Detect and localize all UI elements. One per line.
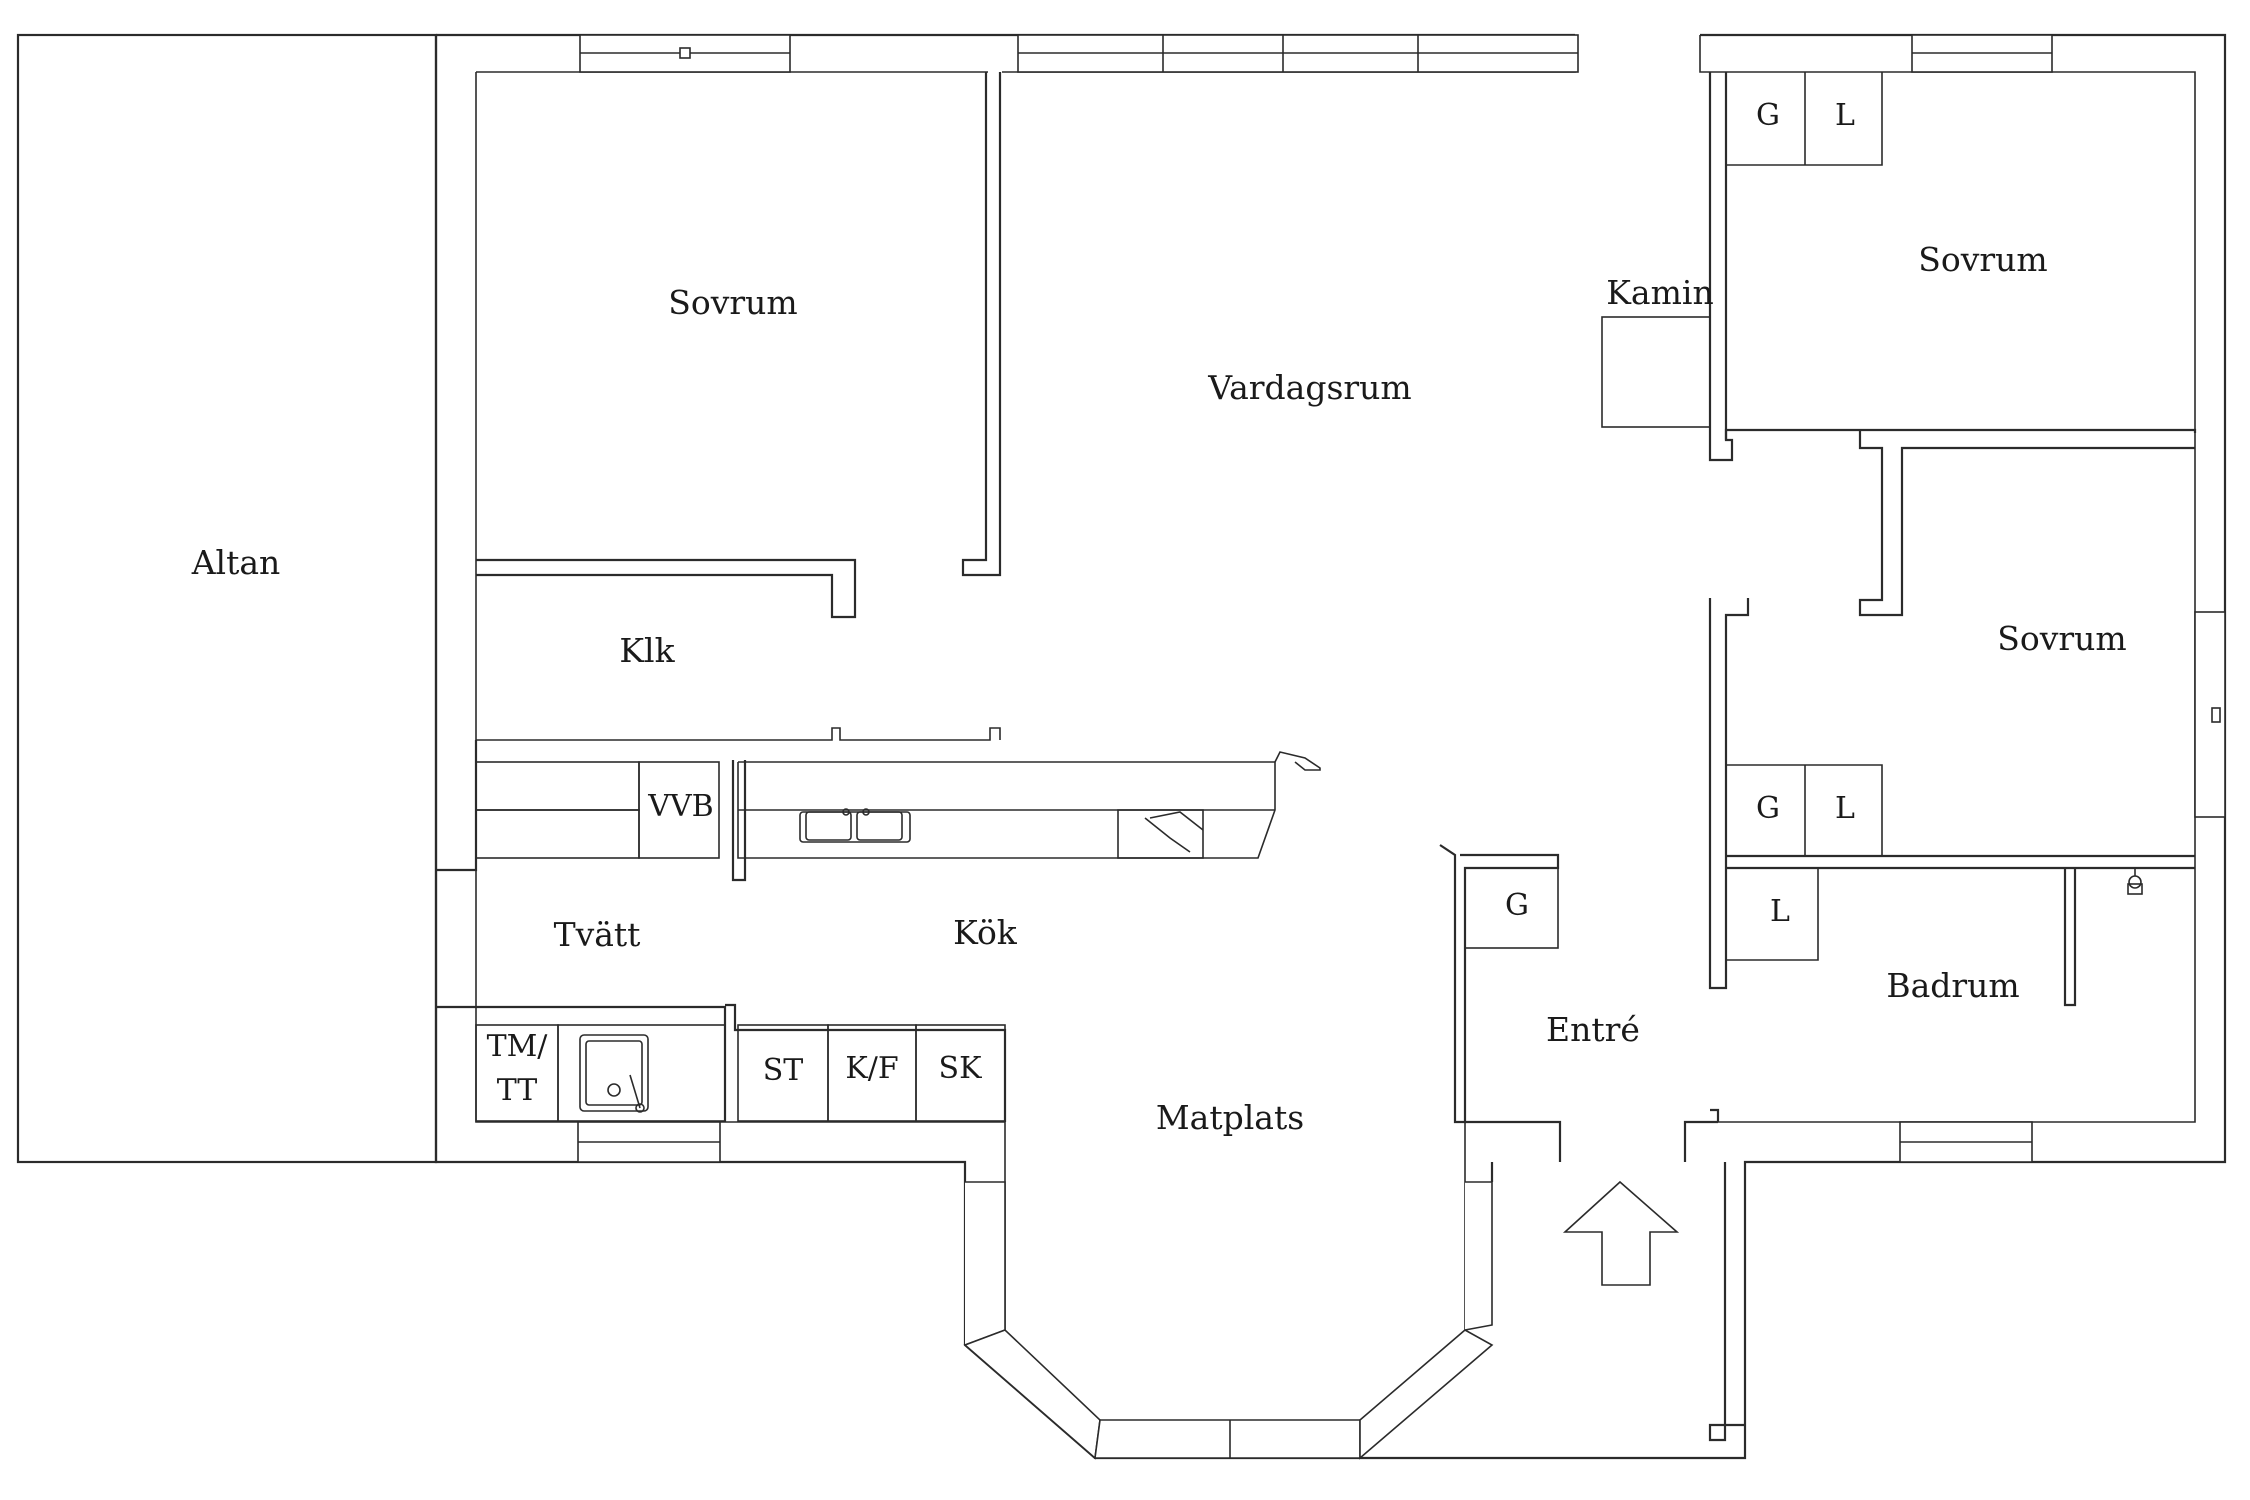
closet-label-g: G bbox=[1756, 98, 1780, 133]
room-label-vardagsrum: Vardagsrum bbox=[1207, 368, 1411, 407]
double-sink-icon bbox=[799, 808, 911, 843]
stove-icon bbox=[1117, 809, 1204, 859]
exterior-walls bbox=[16, 33, 2227, 1460]
room-label-tvatt: Tvätt bbox=[554, 915, 641, 954]
room-label-matplats: Matplats bbox=[1156, 1098, 1304, 1137]
appliance-label-tt: TT bbox=[497, 1073, 538, 1108]
room-label-badrum: Badrum bbox=[1886, 966, 2019, 1005]
room-label-sovrum-e: Sovrum bbox=[1997, 619, 2126, 658]
room-labels: Altan Sovrum Vardagsrum Kamin Sovrum Sov… bbox=[191, 240, 2127, 1137]
closet-label-l: L bbox=[1835, 98, 1855, 133]
appliance-label-sk: SK bbox=[939, 1051, 983, 1086]
appliance-label-kf: K/F bbox=[845, 1051, 898, 1086]
closet-label-l: L bbox=[1835, 791, 1855, 826]
appliance-label-st: ST bbox=[763, 1053, 804, 1088]
room-label-kok: Kök bbox=[953, 913, 1018, 952]
room-label-altan: Altan bbox=[191, 543, 281, 582]
room-label-klk: Klk bbox=[619, 631, 675, 670]
closet-label-l: L bbox=[1770, 894, 1790, 929]
kitchen-counters bbox=[475, 751, 1321, 1122]
laundry-sink-icon bbox=[579, 1034, 649, 1113]
closet-label-g: G bbox=[1505, 888, 1529, 923]
room-label-kamin: Kamin bbox=[1606, 273, 1713, 312]
room-label-sovrum-ne: Sovrum bbox=[1918, 240, 2047, 279]
shower-head-icon bbox=[2127, 868, 2143, 895]
closet-label-g: G bbox=[1756, 791, 1780, 826]
room-label-entre: Entré bbox=[1546, 1010, 1640, 1049]
fixture-labels: G L G L G L TM/ TT ST K/F SK bbox=[487, 98, 1855, 1108]
room-label-vvb: VVB bbox=[647, 789, 713, 824]
entrance-arrow-icon bbox=[1562, 1180, 1680, 1286]
room-label-sovrum-nw: Sovrum bbox=[668, 283, 797, 322]
appliance-label-tm: TM/ bbox=[487, 1029, 549, 1064]
windows bbox=[577, 34, 2226, 1460]
